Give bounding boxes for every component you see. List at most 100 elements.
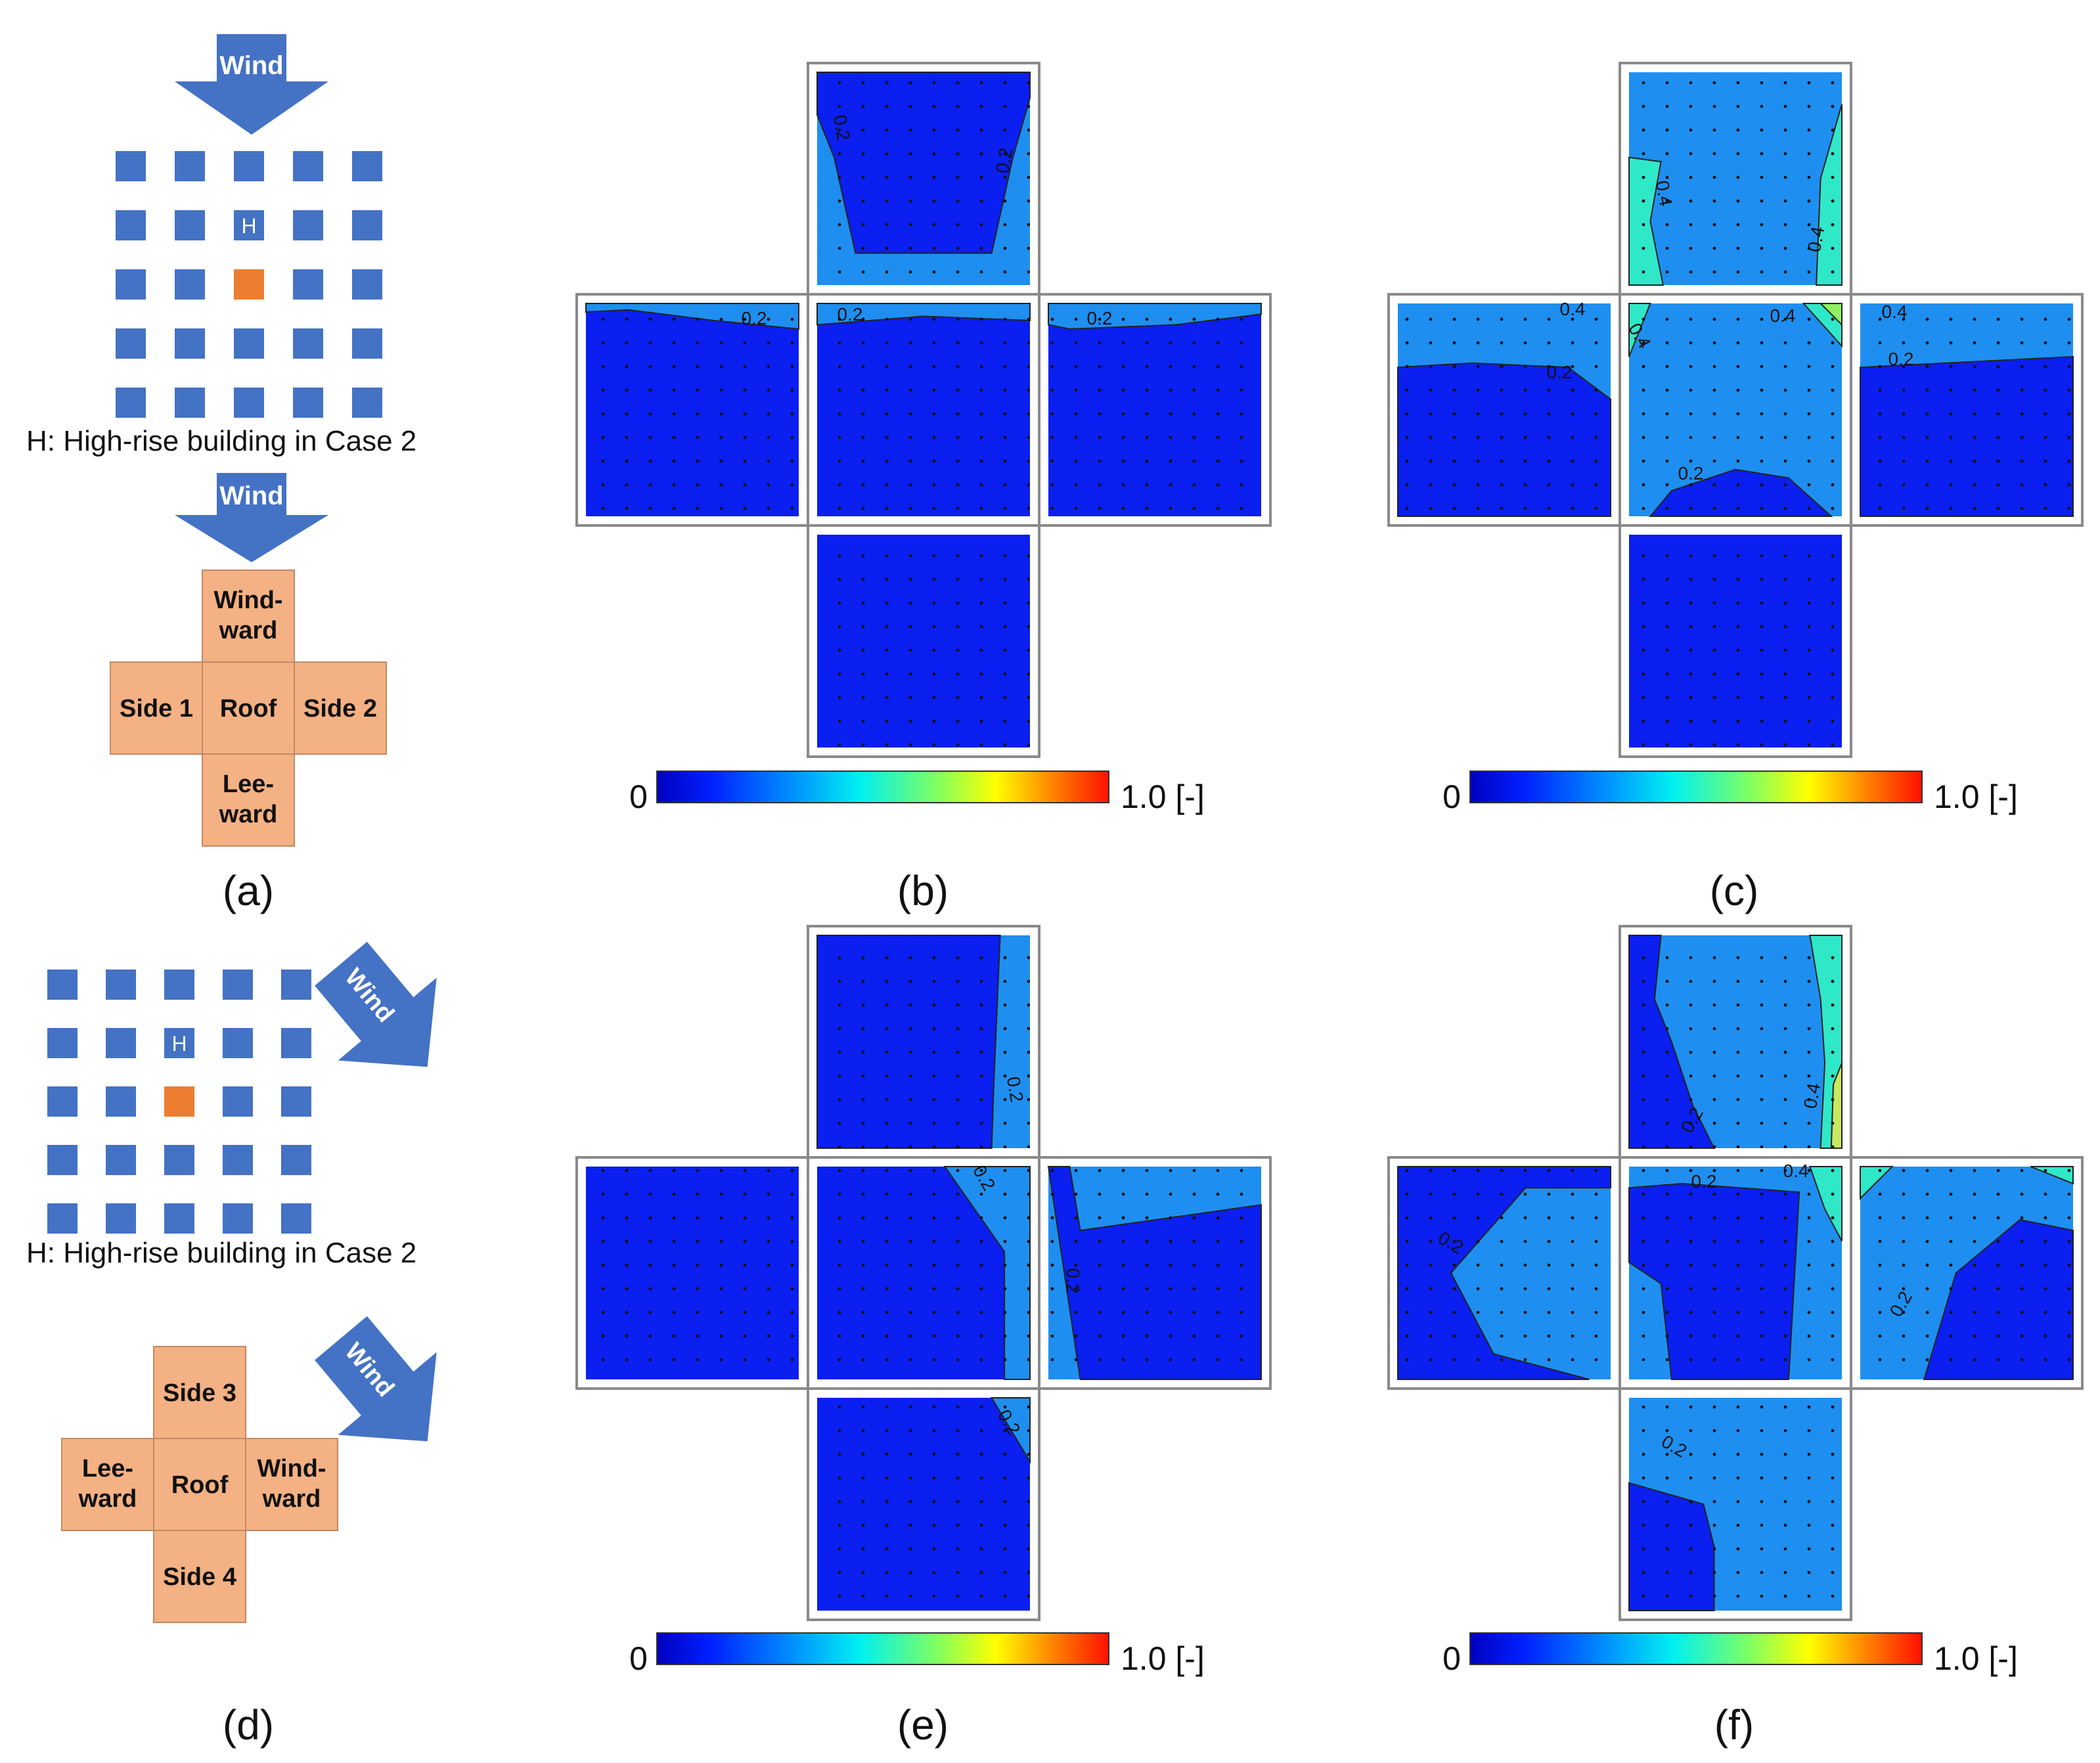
building-block xyxy=(164,1203,194,1234)
building-block xyxy=(223,1028,253,1058)
building-block xyxy=(352,210,382,240)
building-block xyxy=(47,1145,78,1175)
building-grid-d: H xyxy=(47,970,311,1234)
face-windward xyxy=(1619,62,1852,296)
colorbar-gradient xyxy=(656,1632,1109,1665)
colorbar-b: 0 1.0 [-] xyxy=(629,770,1205,815)
measurement-points xyxy=(1629,1398,1842,1611)
building-block xyxy=(47,1028,78,1058)
measurement-points xyxy=(817,935,1030,1148)
measurement-points xyxy=(817,1167,1030,1379)
building-block xyxy=(234,328,264,359)
building-block xyxy=(234,210,264,240)
target-building xyxy=(234,269,264,300)
panel-e: 0.20.20.20.2 (e) xyxy=(575,925,1272,1749)
building-block xyxy=(106,1086,136,1117)
face-leeward xyxy=(202,753,295,847)
building-block xyxy=(116,151,146,181)
building-block xyxy=(293,388,323,418)
building-block xyxy=(281,1086,311,1117)
building-block xyxy=(293,328,323,359)
face-label-windward-2: ward xyxy=(262,1485,321,1513)
face-layout-a: Wind- ward Side 1 Roof Side 2 Lee- ward xyxy=(110,569,387,847)
building-block xyxy=(293,269,323,300)
contour-label: 0.2 xyxy=(1888,349,1914,369)
building-block xyxy=(175,269,205,300)
contour-cross-f: 0.20.40.20.40.20.20.2 xyxy=(1387,925,2084,1621)
measurement-points xyxy=(1629,72,1842,285)
colorbar-max: 1.0 [-] xyxy=(1121,1640,1205,1677)
contour-label: 0.4 xyxy=(1770,305,1796,326)
face-side2 xyxy=(1850,293,2084,527)
colorbar-max: 1.0 [-] xyxy=(1934,1640,2018,1677)
face-label-roof: Roof xyxy=(220,695,277,723)
face-roof xyxy=(1619,293,1852,527)
building-block xyxy=(116,269,146,300)
face-label-windward-1: Wind- xyxy=(213,587,282,614)
building-block xyxy=(352,151,382,181)
building-block xyxy=(106,1203,136,1234)
building-block xyxy=(352,269,382,300)
measurement-points xyxy=(1629,935,1842,1148)
target-building xyxy=(164,1086,194,1117)
face-roof xyxy=(153,1438,246,1531)
wind-arrow-icon xyxy=(175,34,328,135)
building-block xyxy=(47,1203,78,1234)
face-side1 xyxy=(1387,293,1621,527)
contour-label: 0.2 xyxy=(742,308,767,328)
face-roof xyxy=(807,1156,1040,1390)
building-block xyxy=(164,1145,194,1175)
panel-label-c: (c) xyxy=(1710,867,1759,914)
contour-label: 0.2 xyxy=(830,113,854,142)
colorbar-max: 1.0 [-] xyxy=(1934,778,2018,815)
colorbar-gradient xyxy=(1469,770,1923,803)
contour-label: 0.4 xyxy=(1560,299,1586,319)
contour-label: 0.2 xyxy=(992,146,1016,175)
measurement-points xyxy=(817,72,1030,285)
building-block xyxy=(106,970,136,1000)
measurement-points xyxy=(817,535,1030,748)
building-block xyxy=(281,1145,311,1175)
building-block xyxy=(293,151,323,181)
building-block xyxy=(175,328,205,359)
face-label-side3: Side 3 xyxy=(163,1379,236,1407)
building-block xyxy=(164,1028,194,1058)
contour-label: 0.4 xyxy=(1804,225,1828,254)
measurement-points xyxy=(1398,303,1611,516)
face-windward xyxy=(807,925,1040,1159)
contour-label: 0.4 xyxy=(1652,179,1676,208)
building-block xyxy=(223,1086,253,1117)
panel-label-e: (e) xyxy=(897,1701,949,1749)
face-label-leeward-1: Lee- xyxy=(223,770,274,798)
face-label-side4: Side 4 xyxy=(163,1563,236,1591)
face-windward xyxy=(202,569,295,663)
building-block xyxy=(106,1145,136,1175)
building-block xyxy=(223,1203,253,1234)
wind-arrow-icon xyxy=(175,473,328,562)
panel-f: 0.20.40.20.40.20.20.2 (f) xyxy=(1387,925,2084,1749)
wind-arrow-a1: Wind xyxy=(175,34,328,135)
building-block xyxy=(106,1028,136,1058)
panel-label-f: (f) xyxy=(1714,1701,1754,1749)
building-block xyxy=(281,1203,311,1234)
face-label-side1: Side 1 xyxy=(120,695,193,723)
face-side2 xyxy=(1038,1156,1272,1390)
contour-label: 0.2 xyxy=(1678,463,1704,483)
colorbar-min: 0 xyxy=(1442,778,1461,815)
colorbar-max: 1.0 [-] xyxy=(1121,778,1205,815)
contour-label: 0.2 xyxy=(1691,1171,1717,1192)
high-rise-marker: H xyxy=(241,214,256,238)
face-leeward xyxy=(807,1387,1040,1621)
contour-label: 0.2 xyxy=(1087,308,1113,328)
contour-cross-e: 0.20.20.20.2 xyxy=(575,925,1272,1621)
face-label-roof: Roof xyxy=(171,1471,229,1499)
building-block xyxy=(234,151,264,181)
contour-label: 0.4 xyxy=(1783,1161,1809,1181)
high-rise-caption: H: High-rise building in Case 2 xyxy=(26,1237,416,1269)
face-windward xyxy=(807,62,1040,296)
face-label-windward-1: Wind- xyxy=(257,1455,326,1483)
face-label-leeward-2: ward xyxy=(219,801,278,828)
face-side2 xyxy=(294,661,387,755)
